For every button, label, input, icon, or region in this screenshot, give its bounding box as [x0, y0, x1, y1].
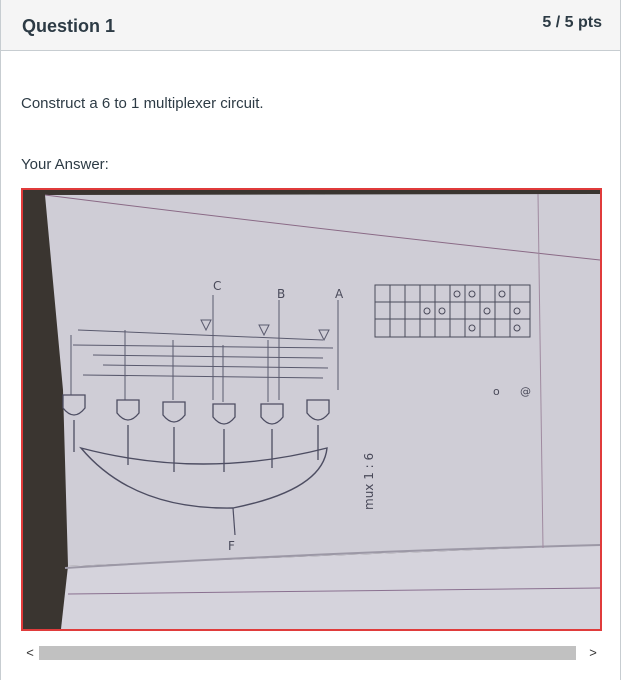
svg-text:o: o — [493, 385, 500, 398]
svg-text:B: B — [277, 287, 285, 301]
svg-text:F: F — [228, 539, 235, 553]
question-title: Question 1 — [22, 16, 116, 36]
svg-text:mux 1 : 6: mux 1 : 6 — [362, 453, 376, 510]
horizontal-scrollbar[interactable]: < > — [21, 644, 602, 662]
scroll-right-arrow[interactable]: > — [589, 645, 597, 660]
scroll-thumb[interactable] — [39, 646, 576, 660]
svg-text:A: A — [335, 287, 344, 301]
answer-image-frame[interactable]: F C B A mux 1 : 6 o @ — [21, 188, 602, 631]
question-points: 5 / 5 pts — [542, 14, 602, 31]
svg-text:@: @ — [520, 385, 531, 398]
answer-label: Your Answer: — [21, 156, 109, 173]
question-header: Question 1 5 / 5 pts — [0, 0, 621, 51]
scroll-left-arrow[interactable]: < — [26, 645, 34, 660]
question-prompt: Construct a 6 to 1 multiplexer circuit. — [21, 95, 264, 112]
answer-image: F C B A mux 1 : 6 o @ — [23, 190, 600, 629]
svg-text:C: C — [213, 279, 221, 293]
